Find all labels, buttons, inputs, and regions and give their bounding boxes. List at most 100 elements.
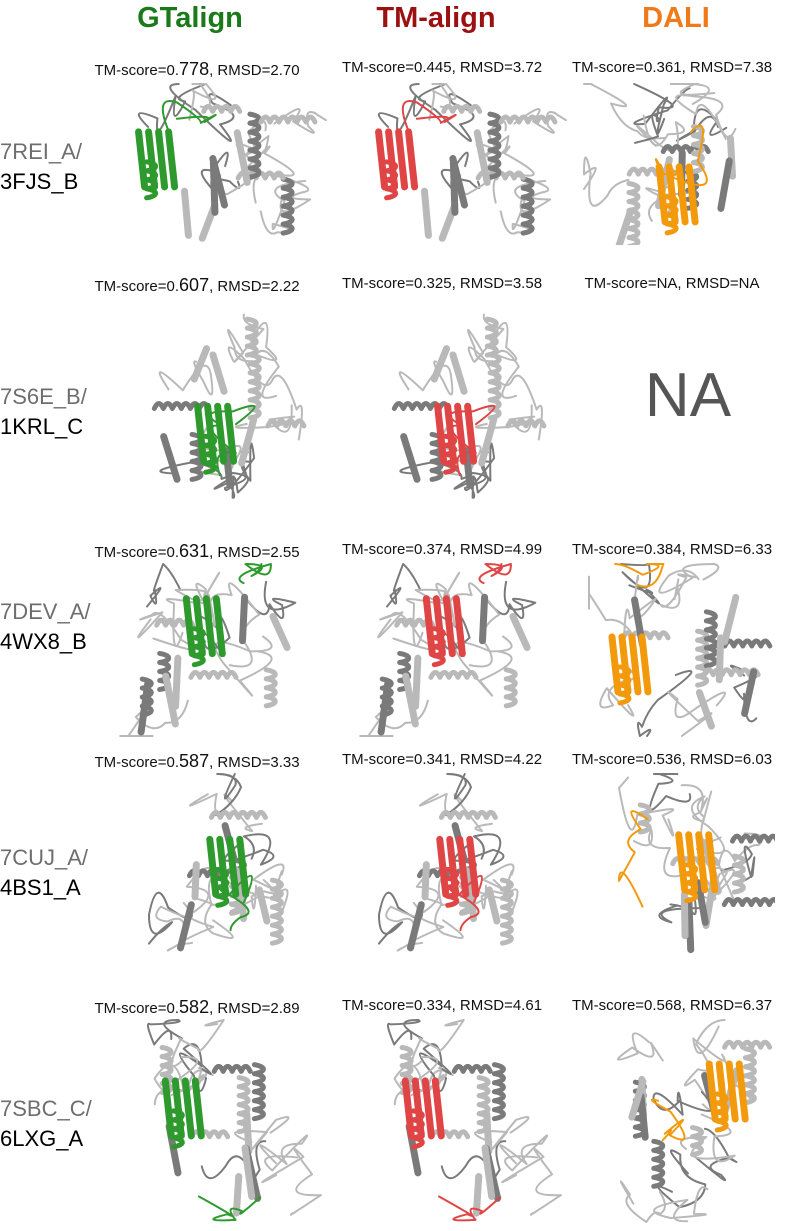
- helix-grey: [713, 638, 773, 649]
- query-id: 7CUJ_A/: [0, 845, 89, 870]
- aligned-strand: [434, 402, 448, 465]
- strand-grey: [473, 129, 491, 186]
- coil-loop: [223, 442, 256, 491]
- strand-grey: [430, 345, 450, 383]
- helix-grey: [722, 1039, 773, 1050]
- helix-grey: [244, 316, 259, 358]
- coil-loop: [636, 114, 686, 152]
- score-tmalign-row5: TM-score=0.334, RMSD=4.61: [341, 997, 543, 1014]
- aligned-helix: [410, 1108, 425, 1150]
- coil-loop: [214, 635, 273, 697]
- aligned-strand: [735, 1060, 749, 1123]
- aligned-strand: [161, 1077, 175, 1140]
- pair-label-row3: 7DEV_A/ 4WX8_B: [0, 597, 110, 657]
- structure-gtalign-row1: [135, 83, 327, 242]
- coil-loop: [241, 580, 297, 620]
- coil-loop: [618, 776, 675, 837]
- helix-grey: [637, 802, 652, 835]
- aligned-helix: [144, 159, 159, 201]
- aligned-strand: [405, 128, 419, 191]
- score-dali-row5: TM-score=0.568, RMSD=6.37: [571, 997, 773, 1014]
- aligned-helix: [445, 866, 460, 908]
- coil-loop: [617, 1032, 664, 1062]
- strand-grey: [238, 593, 249, 645]
- coil-loop: [170, 1019, 225, 1068]
- coil-loop: [428, 83, 457, 121]
- na-placeholder: NA: [644, 361, 732, 430]
- structure-dali-row1: [583, 83, 737, 245]
- aligned-loop: [438, 1195, 502, 1222]
- target-id: 1KRL_C: [0, 414, 84, 439]
- pair-label-row2: 7S6E_B/ 1KRL_C: [0, 382, 110, 442]
- strand-grey: [209, 155, 229, 209]
- aligned-strand: [638, 633, 652, 696]
- aligned-helix: [664, 194, 679, 236]
- strand-grey: [449, 351, 468, 395]
- coil-loop: [499, 179, 547, 235]
- aligned-helix: [203, 433, 218, 475]
- strand-grey: [478, 416, 498, 467]
- aligned-strand: [401, 1077, 415, 1140]
- helix-grey: [505, 418, 547, 429]
- aligned-strand: [212, 595, 226, 658]
- strand-grey: [481, 1144, 496, 1201]
- aligned-strand: [454, 402, 468, 465]
- score-dali-row4: TM-score=0.536, RMSD=6.03: [571, 751, 773, 768]
- structure-dali-row5: [617, 1019, 773, 1223]
- aligned-loop: [614, 563, 665, 588]
- aligned-strand: [206, 835, 220, 898]
- helix-grey: [438, 810, 498, 820]
- helix-grey: [701, 667, 761, 678]
- strand-grey: [726, 134, 737, 180]
- structure-tmalign-row3: [359, 563, 537, 737]
- strand-grey: [238, 416, 258, 467]
- structure-gtalign-row2: [151, 313, 307, 499]
- structure-tmalign-row5: [386, 1019, 562, 1222]
- helix-grey: [491, 1062, 506, 1122]
- strand-grey: [485, 886, 501, 925]
- coil-loop: [261, 1148, 322, 1216]
- coil-loop: [658, 563, 720, 594]
- coil-loop: [675, 94, 737, 140]
- coil-loop: [234, 404, 296, 433]
- aligned-loop: [219, 874, 253, 932]
- coil-loop: [209, 582, 261, 668]
- aligned-loop: [650, 1098, 686, 1142]
- helix-grey: [487, 352, 502, 421]
- aligned-strand: [628, 633, 642, 696]
- score-dali-row3: TM-score=0.384, RMSD=6.33: [571, 541, 773, 558]
- strand-grey: [449, 155, 469, 209]
- coil-loop: [667, 690, 726, 737]
- strand-grey: [269, 612, 291, 651]
- strand-grey: [243, 1110, 253, 1155]
- coil-loop: [499, 1134, 549, 1172]
- helix-grey: [476, 1075, 491, 1135]
- strand-grey: [232, 1172, 243, 1217]
- coil-loop: [481, 580, 537, 620]
- coil-loop: [146, 563, 182, 608]
- aligned-strand: [155, 128, 169, 191]
- helix-grey: [742, 1046, 757, 1106]
- aligned-strand: [466, 835, 480, 898]
- aligned-loop: [478, 563, 512, 585]
- coil-loop: [467, 346, 543, 441]
- aligned-loop: [618, 810, 649, 908]
- strand-grey: [509, 612, 531, 651]
- strand-grey: [176, 901, 195, 952]
- helix-grey: [721, 897, 775, 908]
- strand-grey: [160, 433, 181, 483]
- strand-grey: [472, 1172, 483, 1217]
- helix-grey: [208, 810, 268, 820]
- aligned-helix: [215, 866, 230, 908]
- coil-loop: [410, 1019, 465, 1068]
- coil-loop: [227, 346, 303, 441]
- coil-loop: [449, 582, 501, 668]
- strand-grey: [615, 207, 635, 245]
- aligned-strand: [675, 163, 689, 226]
- strand-grey: [420, 187, 432, 239]
- strand-grey: [721, 593, 740, 646]
- coil-loop: [273, 108, 327, 134]
- coil-loop: [259, 1134, 309, 1172]
- helix-grey: [251, 1062, 266, 1122]
- helix-grey: [731, 853, 746, 895]
